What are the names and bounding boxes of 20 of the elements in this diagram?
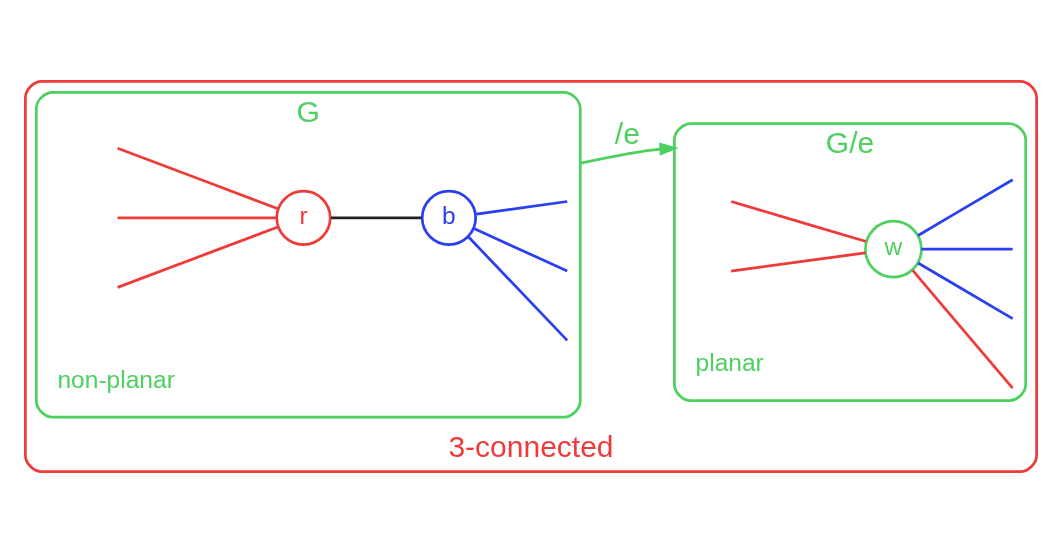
node-circle: w bbox=[864, 219, 923, 279]
node-label: planar bbox=[695, 348, 764, 376]
connector bbox=[467, 235, 569, 341]
connector bbox=[117, 146, 279, 210]
connector bbox=[730, 199, 867, 243]
node-circle: b bbox=[420, 189, 478, 246]
connector bbox=[917, 178, 1014, 237]
connector bbox=[117, 225, 279, 289]
connector bbox=[117, 215, 277, 219]
connector bbox=[476, 199, 568, 216]
connector bbox=[730, 250, 866, 272]
node-label: non-planar bbox=[57, 365, 175, 393]
connector bbox=[921, 247, 1013, 251]
arrow bbox=[579, 142, 679, 165]
connector bbox=[917, 261, 1014, 320]
edge-label: /e bbox=[614, 116, 640, 150]
connector bbox=[473, 226, 568, 272]
connector bbox=[911, 268, 1014, 389]
connector bbox=[331, 215, 422, 219]
node-circle: r bbox=[275, 189, 332, 246]
